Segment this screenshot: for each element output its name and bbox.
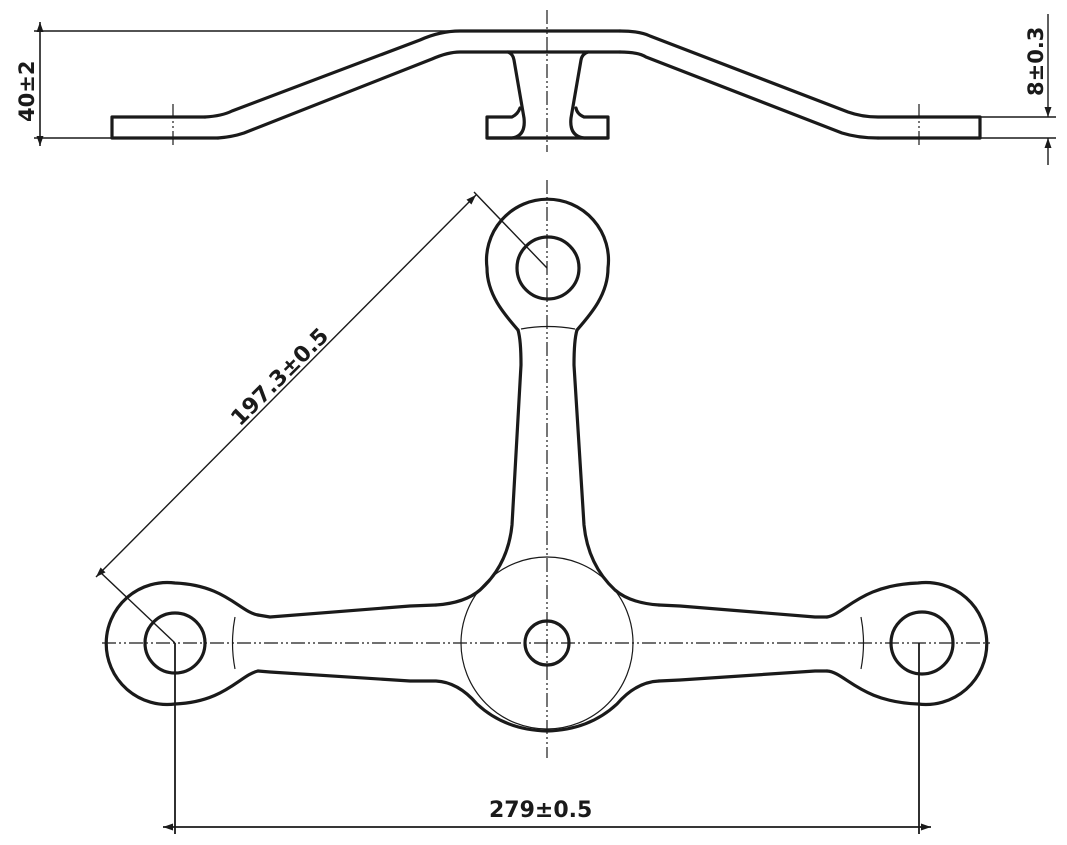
- left-eye-outline: [104, 580, 260, 707]
- top-arm-left-edge: [434, 328, 523, 607]
- dimension-horizontal: 279±0.5: [163, 643, 931, 834]
- diagonal-distance-label: 197.3±0.5: [227, 324, 334, 431]
- top-eye-outline: [484, 197, 611, 332]
- left-flange: [110, 115, 220, 140]
- left-arm-upper-edge-plan: [256, 603, 438, 619]
- dimension-overall-height: 40±2: [15, 22, 460, 146]
- right-arm-lower-edge-plan: [657, 669, 829, 683]
- left-arm-lower-edge-plan: [256, 669, 661, 733]
- central-boss-right: [569, 50, 610, 140]
- top-arm-boundary: [520, 325, 576, 330]
- right-arm-upper-edge-plan: [657, 603, 829, 619]
- side-view: [110, 10, 982, 152]
- right-arm-lower-edge: [618, 50, 880, 140]
- left-arm-upper-edge: [203, 29, 622, 119]
- plan-view: [102, 180, 993, 758]
- dimension-diagonal: 197.3±0.5: [95, 191, 548, 644]
- top-eye-hole: [515, 235, 581, 301]
- top-arm-right-edge: [572, 328, 661, 607]
- horizontal-distance-label: 279±0.5: [489, 798, 592, 823]
- left-arm-lower-edge: [216, 50, 622, 140]
- right-arm-upper-edge: [618, 29, 982, 140]
- overall-height-label: 40±2: [15, 61, 39, 122]
- dimension-flange-thickness: 8±0.3: [980, 14, 1056, 165]
- central-boss: [485, 50, 526, 140]
- right-eye-outline: [825, 580, 989, 707]
- flange-thickness-label: 8±0.3: [1024, 27, 1048, 96]
